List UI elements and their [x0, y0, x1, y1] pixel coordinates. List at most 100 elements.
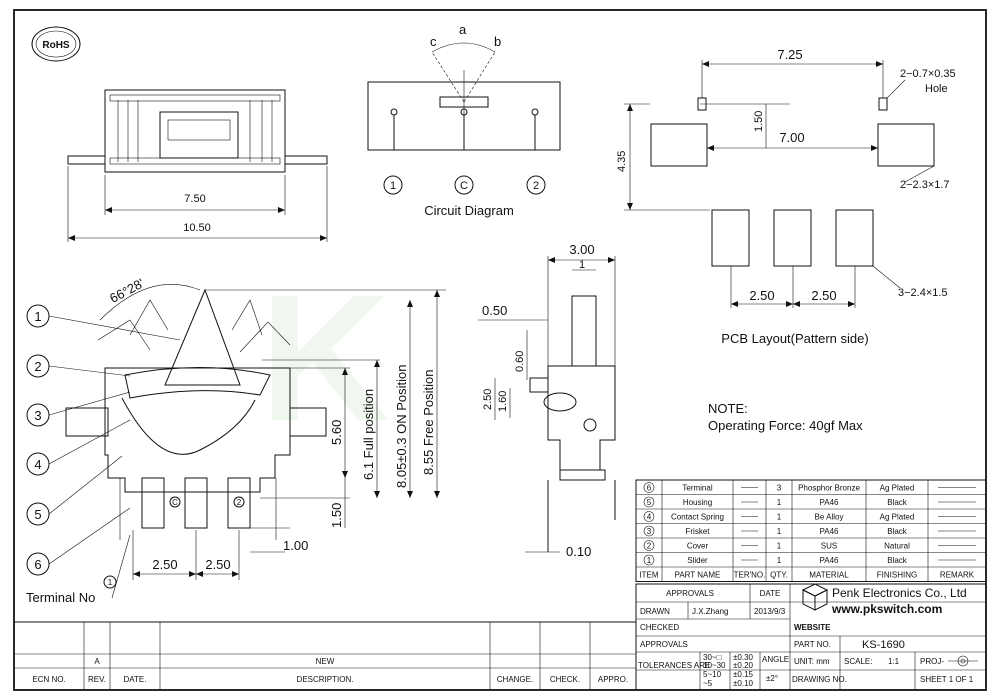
end-d060: 0.60	[514, 351, 526, 372]
bom-qty: 1	[777, 513, 782, 522]
circuit-title: Circuit Diagram	[424, 203, 514, 218]
callout-4: 4	[34, 457, 41, 472]
callout-6: 6	[34, 557, 41, 572]
title-block: APPROVALS DATE DRAWN J.X.Zhang 2013/9/3 …	[635, 583, 987, 691]
tb-tol-r3b: ±0.15	[733, 670, 754, 679]
end-d010: 0.10	[566, 544, 591, 559]
circuit-pin1: 1	[390, 180, 396, 192]
callout-5: 5	[34, 507, 41, 522]
bom-finish: Black	[887, 527, 908, 536]
rev-h-desc: DESCRIPTION.	[297, 675, 354, 684]
bom-item-circle	[643, 496, 655, 508]
pcb-layout: 7.25 2−0.7×0.35 Hole 7.00 1.50 2−2.3×1.7…	[616, 47, 956, 346]
pcb-pad-b: 3−2.4×1.5	[898, 287, 948, 299]
pcb-hole-dim: 2−0.7×0.35	[900, 68, 956, 80]
callout-2: 2	[34, 359, 41, 374]
tb-drawn-date: 2013/9/3	[754, 607, 786, 616]
rev-h-rev: REV.	[88, 675, 106, 684]
bom-material: PA46	[820, 498, 840, 507]
bom-item: 6	[647, 484, 652, 493]
end-d1: 1	[579, 259, 585, 271]
rev-new: NEW	[316, 657, 335, 666]
top-dim-inner: 7.50	[184, 193, 205, 205]
bom-item-circle	[643, 482, 655, 493]
end-d250: 2.50	[482, 389, 494, 410]
bom-finish: Black	[887, 498, 908, 507]
bom-qty: 1	[777, 498, 782, 507]
bom-header: MATERIAL	[809, 571, 849, 580]
rev-h-ecn: ECN NO.	[32, 675, 65, 684]
bom-header: REMARK	[940, 571, 975, 580]
bom-material: Phosphor Bronze	[798, 484, 860, 493]
pcb-hole-label: Hole	[925, 83, 948, 95]
bom-item-circle	[643, 554, 655, 566]
bom-table: 6 Terminal 3 Phosphor Bronze Ag Plated 5 Housi…	[635, 479, 987, 582]
company-logo-icon	[801, 583, 829, 611]
bom-header: QTY.	[770, 571, 788, 580]
top-dim-outer: 10.50	[183, 222, 211, 234]
rohs-label: RoHS	[42, 40, 70, 51]
terminal-number: 1	[108, 578, 113, 587]
side-on-pos: 8.05±0.3 ON Position	[394, 365, 409, 488]
bom-name: Contact Spring	[671, 513, 724, 522]
circuit-label-a: a	[459, 22, 467, 37]
tb-website-url: www.pkswitch.com	[831, 602, 942, 616]
tb-tolerances: TOLERANCES ARE	[638, 661, 710, 670]
pcb-title: PCB Layout(Pattern side)	[721, 331, 868, 346]
bom-qty: 1	[777, 542, 782, 551]
tb-tol-r4b: ±0.10	[733, 679, 754, 688]
note-line2: Operating Force: 40gf Max	[708, 418, 863, 433]
bom-item: 3	[647, 527, 652, 536]
tb-tol-r2a: 10~30	[703, 661, 726, 670]
tb-date: DATE	[760, 589, 781, 598]
end-d160: 1.60	[497, 391, 509, 412]
side-d250a: 2.50	[152, 557, 177, 572]
side-d150: 1.50	[329, 503, 344, 528]
bom-name: Housing	[683, 498, 712, 507]
bom-qty: 3	[777, 484, 782, 493]
side-full-pos: 6.1 Full position	[361, 389, 376, 480]
tb-sheet: SHEET 1 OF 1	[920, 675, 974, 684]
bom-material: PA46	[820, 556, 840, 565]
tb-company: Penk Electronics Co., Ltd	[832, 586, 967, 600]
bom-item: 1	[647, 556, 652, 565]
callout-1: 1	[34, 309, 41, 324]
end-view: 3.00 1 0.50 0.60 2.50 1.60 0.10	[478, 242, 616, 559]
bom-name: Terminal	[682, 484, 712, 493]
bom-item: 4	[647, 513, 652, 522]
pcb-d725: 7.25	[777, 47, 802, 62]
bom-material: SUS	[821, 542, 837, 551]
note-line1: NOTE:	[708, 401, 748, 416]
tb-website: WEBSITE	[794, 623, 831, 632]
revision-block: A NEW ECN NO. REV. DATE. DESCRIPTION. CH…	[13, 621, 637, 691]
bom-header: TER'NO.	[734, 571, 766, 580]
tb-drawn: DRAWN	[640, 607, 670, 616]
tb-approvals2: APPROVALS	[640, 640, 688, 649]
circuit-label-b: b	[494, 34, 501, 49]
bom-finish: Natural	[884, 542, 910, 551]
rev-h-date: DATE.	[124, 675, 147, 684]
circuit-pin2: 2	[533, 180, 539, 192]
side-free-pos: 8.55 Free Position	[421, 369, 436, 475]
pcb-d250a: 2.50	[749, 288, 774, 303]
tb-approvals: APPROVALS	[666, 589, 714, 598]
rev-h-appro: APPRO.	[598, 675, 628, 684]
bom-qty: 1	[777, 527, 782, 536]
bom-name: Slider	[687, 556, 708, 565]
bom-item: 2	[647, 542, 652, 551]
watermark: K	[260, 258, 390, 459]
rohs-badge: RoHS	[31, 26, 81, 62]
bom-header: FINISHING	[877, 571, 917, 580]
tb-part-no-label: PART NO.	[794, 640, 831, 649]
tb-scale: 1:1	[888, 657, 900, 666]
pcb-d700: 7.00	[779, 130, 804, 145]
circuit-label-c: c	[430, 34, 437, 49]
tb-checked: CHECKED	[640, 623, 679, 632]
bom-item: 5	[647, 498, 652, 507]
bom-name: Cover	[687, 542, 709, 551]
side-d560: 5.60	[329, 420, 344, 445]
bom-finish: Ag Plated	[880, 484, 915, 493]
tb-tol-r1a: 30~□	[703, 653, 722, 662]
rev-h-check: CHECK.	[550, 675, 580, 684]
